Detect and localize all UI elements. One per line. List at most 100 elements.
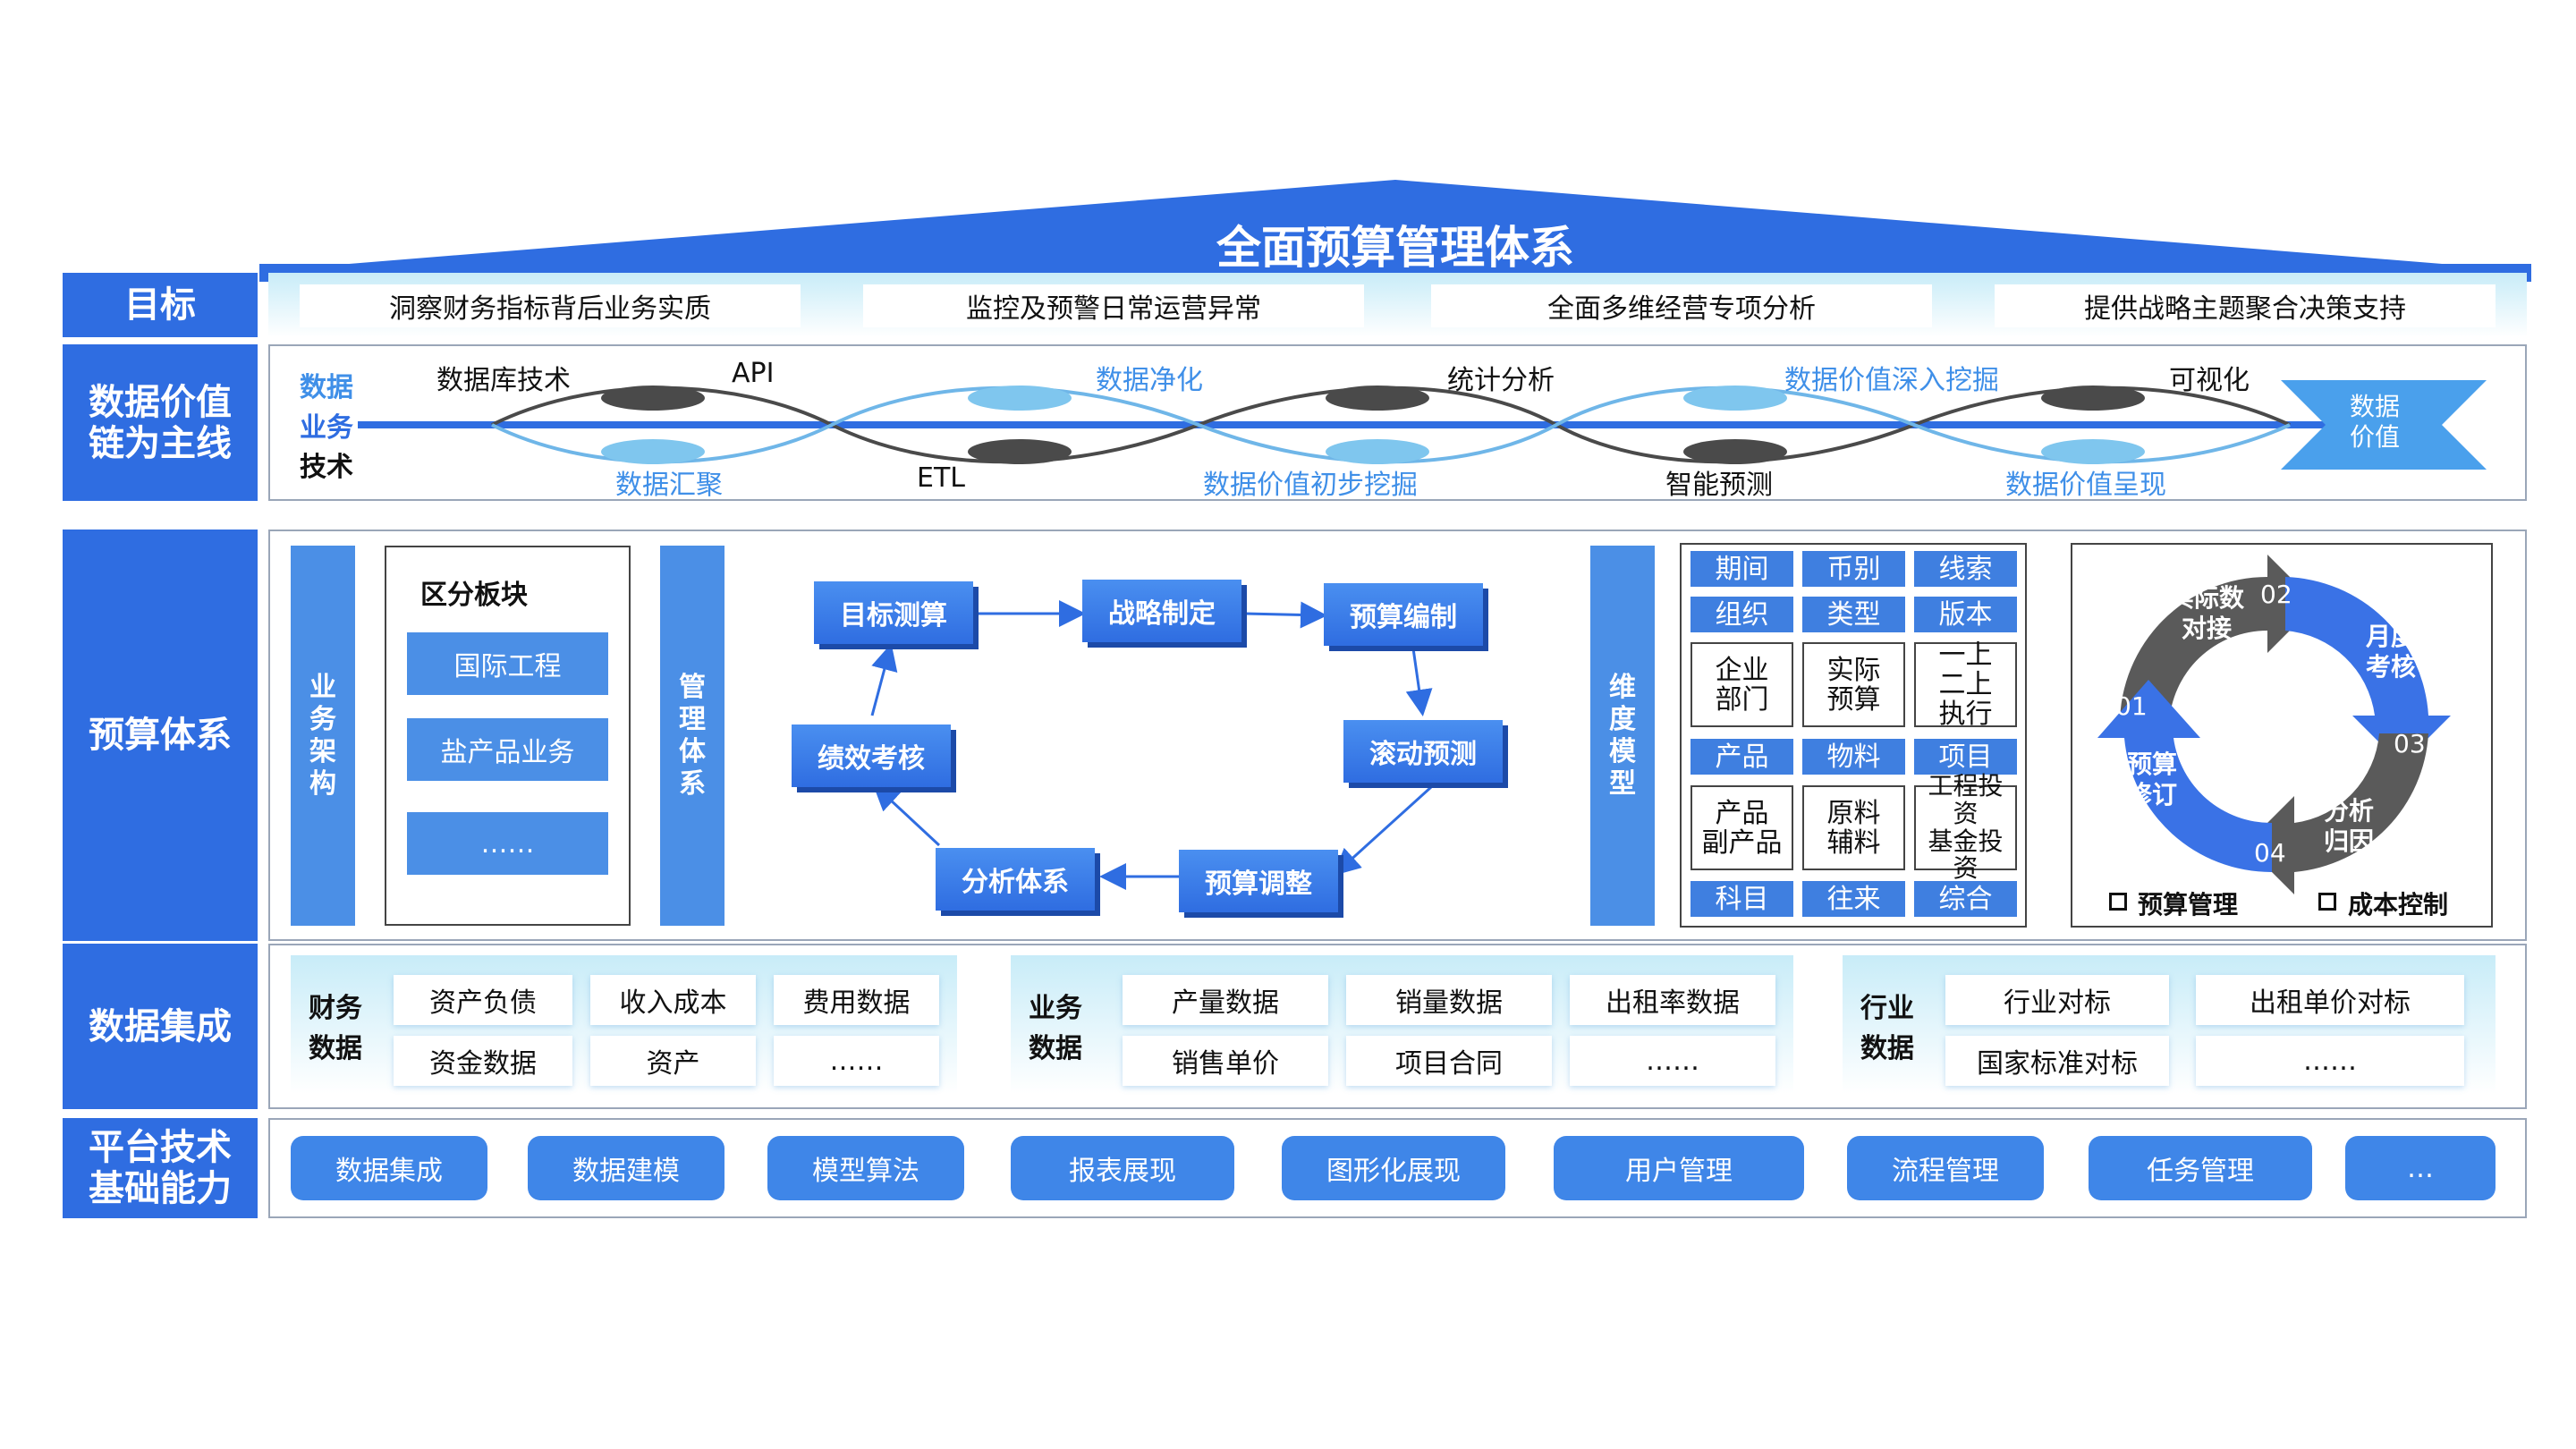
legend-tech: 技术 [300, 452, 353, 483]
goal-item: 全面多维经营专项分析 [1431, 284, 1932, 327]
dimension-cell: 产品 副产品 [1690, 785, 1793, 870]
data-item: …… [1570, 1036, 1775, 1086]
cycle-arrows [870, 600, 1433, 890]
page-title: 全面预算管理体系 [1216, 222, 1574, 274]
platform-item: 用户管理 [1554, 1136, 1804, 1200]
vc-label: 统计分析 [1447, 365, 1555, 396]
dim-model-column: 维 度 模 型 [1590, 546, 1655, 926]
ring-step: 月度 考核 [2366, 622, 2417, 682]
data-item: …… [774, 1036, 939, 1086]
dimension-cell: 物料 [1802, 739, 1905, 775]
dimension-cell: 产品 [1690, 739, 1793, 775]
vc-label: 数据价值呈现 [2005, 470, 2166, 501]
platform-item: 任务管理 [2089, 1136, 2312, 1200]
data-item: 收入成本 [590, 975, 756, 1025]
category-goal: 目标 [63, 273, 258, 337]
dimension-cell: 项目 [1914, 739, 2017, 775]
ring-number: 03 [2394, 729, 2426, 758]
dimension-cell: 类型 [1802, 597, 1905, 632]
segment-box [385, 546, 631, 926]
cycle-step: 绩效考核 [792, 724, 951, 787]
ring-step: 实际数 对接 [2169, 583, 2245, 643]
vc-label: ETL [917, 462, 965, 494]
data-item: 产量数据 [1123, 975, 1328, 1025]
ring-panel [2071, 543, 2493, 928]
data-item: 行业对标 [1945, 975, 2169, 1025]
data-item: 国家标准对标 [1945, 1036, 2169, 1086]
value-end-label: 数据 价值 [2349, 392, 2400, 452]
category-budget: 预算体系 [63, 530, 258, 941]
legend-square [2109, 893, 2127, 911]
cycle-step: 预算调整 [1179, 850, 1338, 912]
cycle-step: 滚动预测 [1343, 720, 1503, 783]
platform-item: 报表展现 [1011, 1136, 1234, 1200]
ring-legend: 预算管理 [2138, 890, 2239, 919]
dimension-cell: 组织 [1690, 597, 1793, 632]
business-arch-column: 业 务 架 构 [291, 546, 355, 926]
vc-label: 智能预测 [1665, 470, 1773, 501]
value-chain-diagram [358, 380, 2487, 470]
ring-step: 预算 修订 [2127, 750, 2178, 809]
category-value-chain: 数据价值 链为主线 [63, 344, 258, 501]
vc-label: API [732, 358, 775, 389]
data-item: 资产 [590, 1036, 756, 1086]
dimension-cell: 科目 [1690, 881, 1793, 917]
dimension-cell: 线索 [1914, 551, 2017, 587]
data-item: 销售单价 [1123, 1036, 1328, 1086]
dimension-cell: 企业 部门 [1690, 642, 1793, 727]
data-item: …… [2196, 1036, 2464, 1086]
data-item: 出租单价对标 [2196, 975, 2464, 1025]
dimension-cell: 一上 二上 执行 [1914, 640, 2017, 729]
vc-label: 数据价值深入挖掘 [1784, 365, 1999, 396]
goal-item: 提供战略主题聚合决策支持 [1995, 284, 2496, 327]
cycle-step: 预算编制 [1324, 583, 1483, 646]
dimension-grid [1680, 543, 2027, 928]
dimension-cell: 原料 辅料 [1802, 785, 1905, 870]
group-title: 财务 数据 [309, 993, 362, 1064]
dimension-cell: 工程投资 基金投资 [1914, 772, 2017, 882]
platform-item: 数据建模 [528, 1136, 724, 1200]
vc-label: 数据净化 [1096, 365, 1203, 396]
dimension-cell: 币别 [1802, 551, 1905, 587]
dimension-cell: 往来 [1802, 881, 1905, 917]
vc-label: 数据库技术 [436, 365, 571, 396]
group-title: 业务 数据 [1029, 993, 1082, 1064]
category-integration: 数据集成 [63, 944, 258, 1109]
dimension-cell: 综合 [1914, 881, 2017, 917]
ring-legend: 成本控制 [2348, 890, 2449, 919]
group-title: 行业 数据 [1860, 993, 1914, 1064]
platform-item: … [2345, 1136, 2496, 1200]
data-item: 资金数据 [394, 1036, 572, 1086]
platform-item: 流程管理 [1847, 1136, 2044, 1200]
segment-item: …… [407, 812, 608, 875]
mgmt-system-column: 管 理 体 系 [660, 546, 724, 926]
segment-item: 盐产品业务 [407, 718, 608, 781]
ring-diagram [2097, 555, 2451, 894]
goal-item: 洞察财务指标背后业务实质 [300, 284, 801, 327]
goal-item: 监控及预警日常运营异常 [863, 284, 1364, 327]
ring-number: 02 [2260, 580, 2292, 609]
data-item: 资产负债 [394, 975, 572, 1025]
platform-item: 数据集成 [291, 1136, 487, 1200]
vc-label: 数据价值初步挖掘 [1203, 470, 1418, 501]
cycle-step: 战略制定 [1082, 580, 1241, 642]
data-item: 项目合同 [1346, 1036, 1552, 1086]
legend-square [2318, 893, 2336, 911]
data-item: 销量数据 [1346, 975, 1552, 1025]
ring-step: 分析 归因 [2324, 796, 2375, 856]
segment-title: 区分板块 [420, 580, 528, 611]
platform-item: 模型算法 [767, 1136, 964, 1200]
category-platform: 平台技术 基础能力 [63, 1118, 258, 1218]
dimension-cell: 版本 [1914, 597, 2017, 632]
vc-label: 数据汇聚 [615, 470, 723, 501]
platform-item: 图形化展现 [1282, 1136, 1505, 1200]
data-item: 费用数据 [774, 975, 939, 1025]
ring-number: 01 [2115, 691, 2148, 721]
dimension-cell: 期间 [1690, 551, 1793, 587]
cycle-step: 目标测算 [814, 581, 973, 644]
data-item: 出租率数据 [1570, 975, 1775, 1025]
segment-item: 国际工程 [407, 632, 608, 695]
dimension-cell: 实际 预算 [1802, 642, 1905, 727]
vc-label: 可视化 [2169, 365, 2250, 396]
legend-business: 业务 [300, 412, 353, 444]
